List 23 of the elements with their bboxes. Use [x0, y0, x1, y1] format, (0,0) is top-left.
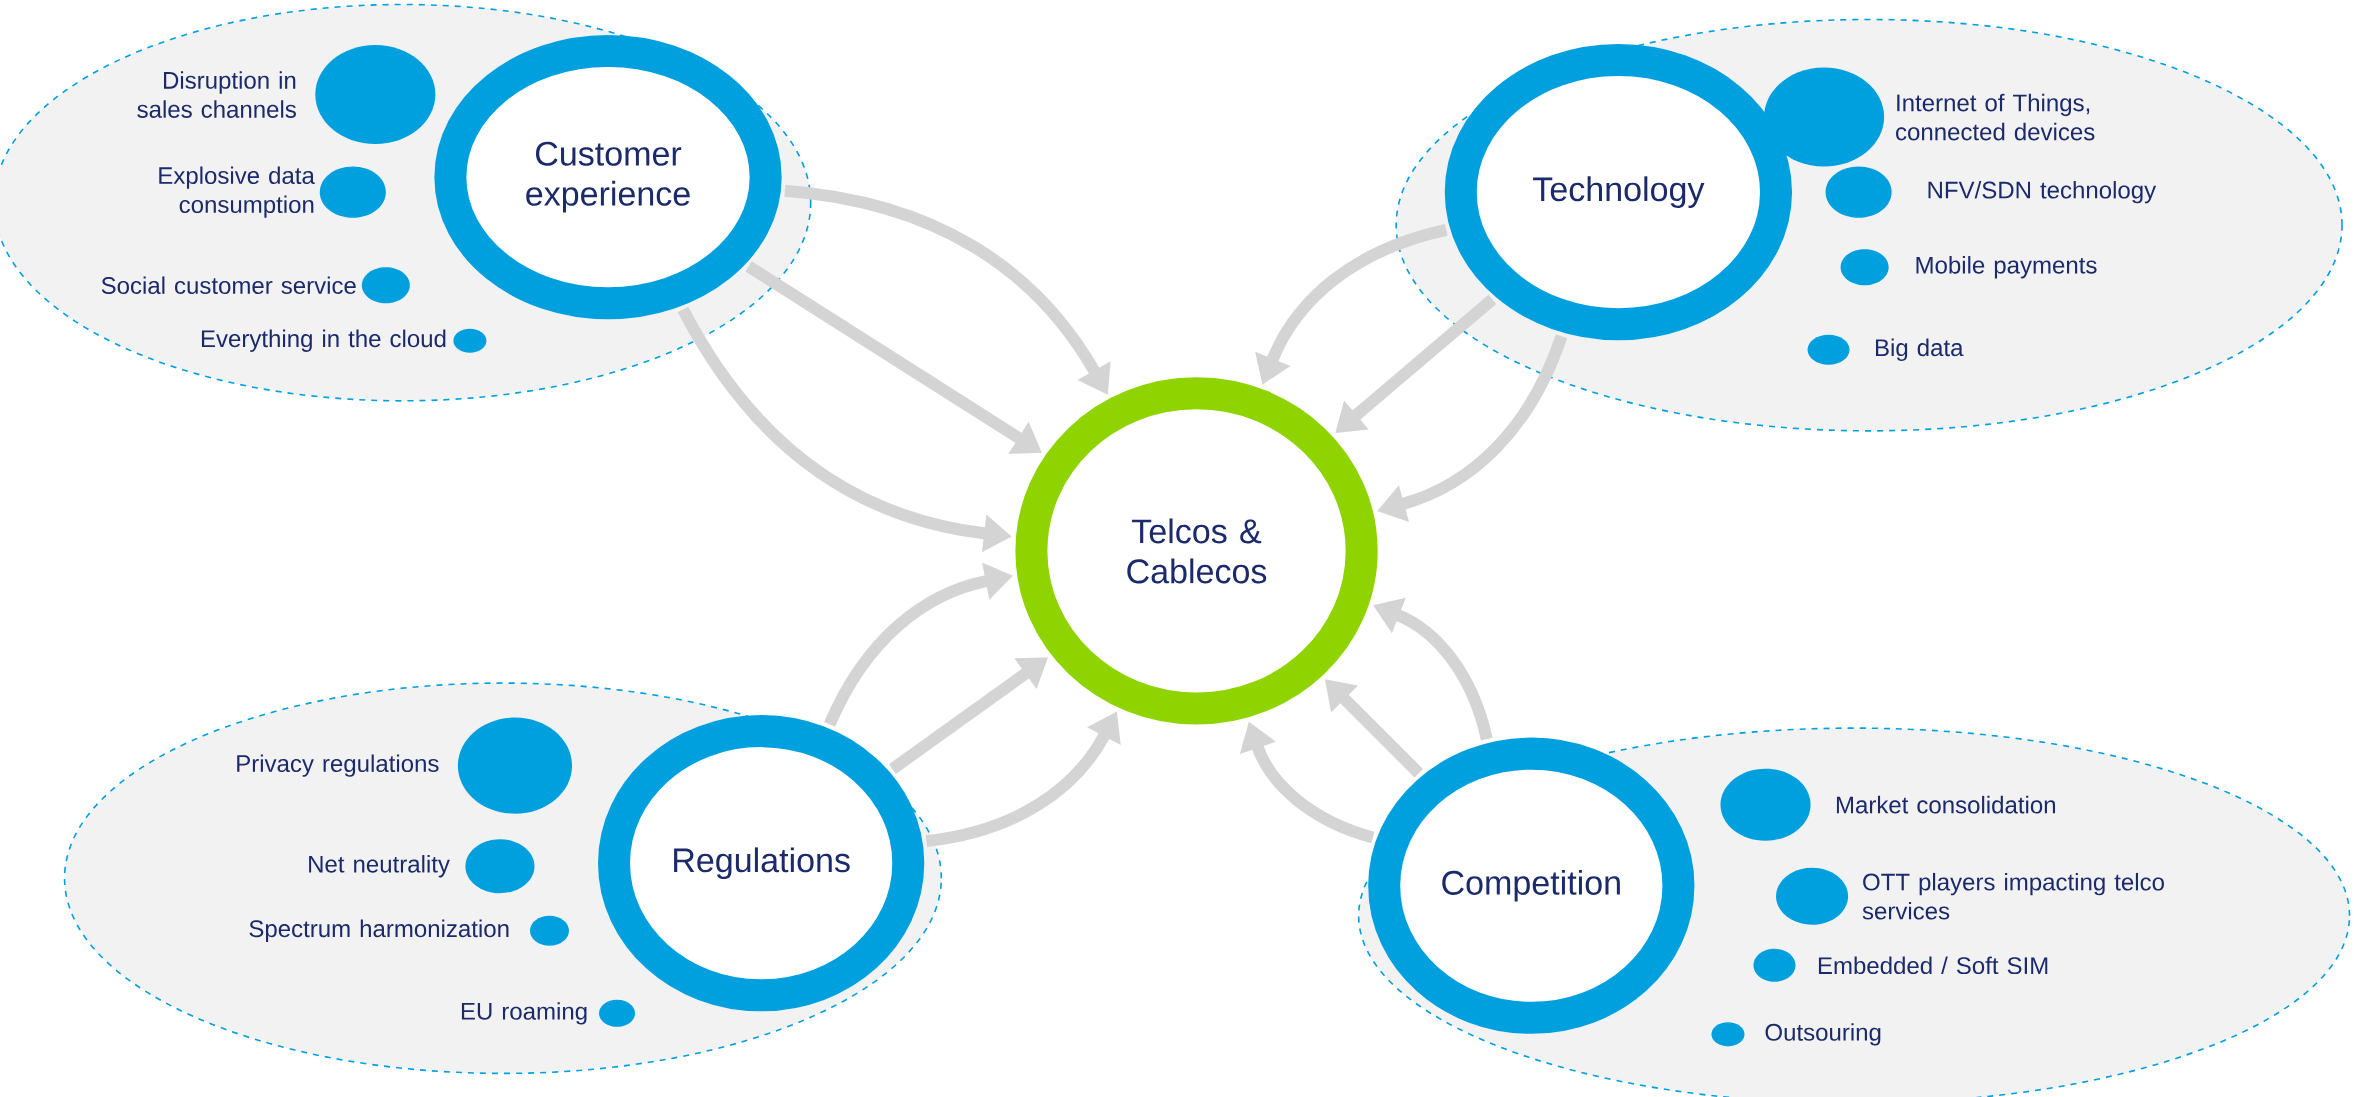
node-label: Regulations: [674, 847, 850, 879]
item-label: Everything in the cloud: [201, 329, 446, 352]
item-label: Explosive data consumption: [159, 166, 315, 218]
item-label: NFV/SDN technology: [1928, 180, 2157, 204]
item-label: Big data: [1876, 338, 1964, 361]
category-ring: Technology: [1444, 43, 1793, 341]
item-label: Privacy regulations: [237, 754, 439, 777]
item-label: Embedded / Soft SIM: [1818, 956, 2048, 974]
item-label: Market consolidation: [1836, 795, 2055, 814]
item-label: Outsouring: [1765, 1023, 1881, 1046]
item-label: EU roaming: [461, 1001, 587, 1025]
category-ring: Competition: [1368, 737, 1695, 1034]
item-label: Social customer service: [101, 276, 356, 294]
category-ring: Customer experience: [434, 34, 782, 320]
item-label: Internet of Things, connected devices: [1896, 93, 2095, 141]
item-label: Disruption in sales channels: [137, 71, 296, 118]
item-label: Spectrum harmonization: [249, 919, 509, 942]
node-label: Competition: [1442, 869, 1620, 902]
category-ring: Regulations: [598, 714, 925, 1012]
center-ring: Telcos & Cablecos: [1015, 377, 1378, 725]
item-label: OTT players impacting telco services: [1862, 872, 2164, 920]
item-label: Net neutrality: [309, 854, 450, 878]
item-label: Mobile payments: [1916, 255, 2097, 279]
